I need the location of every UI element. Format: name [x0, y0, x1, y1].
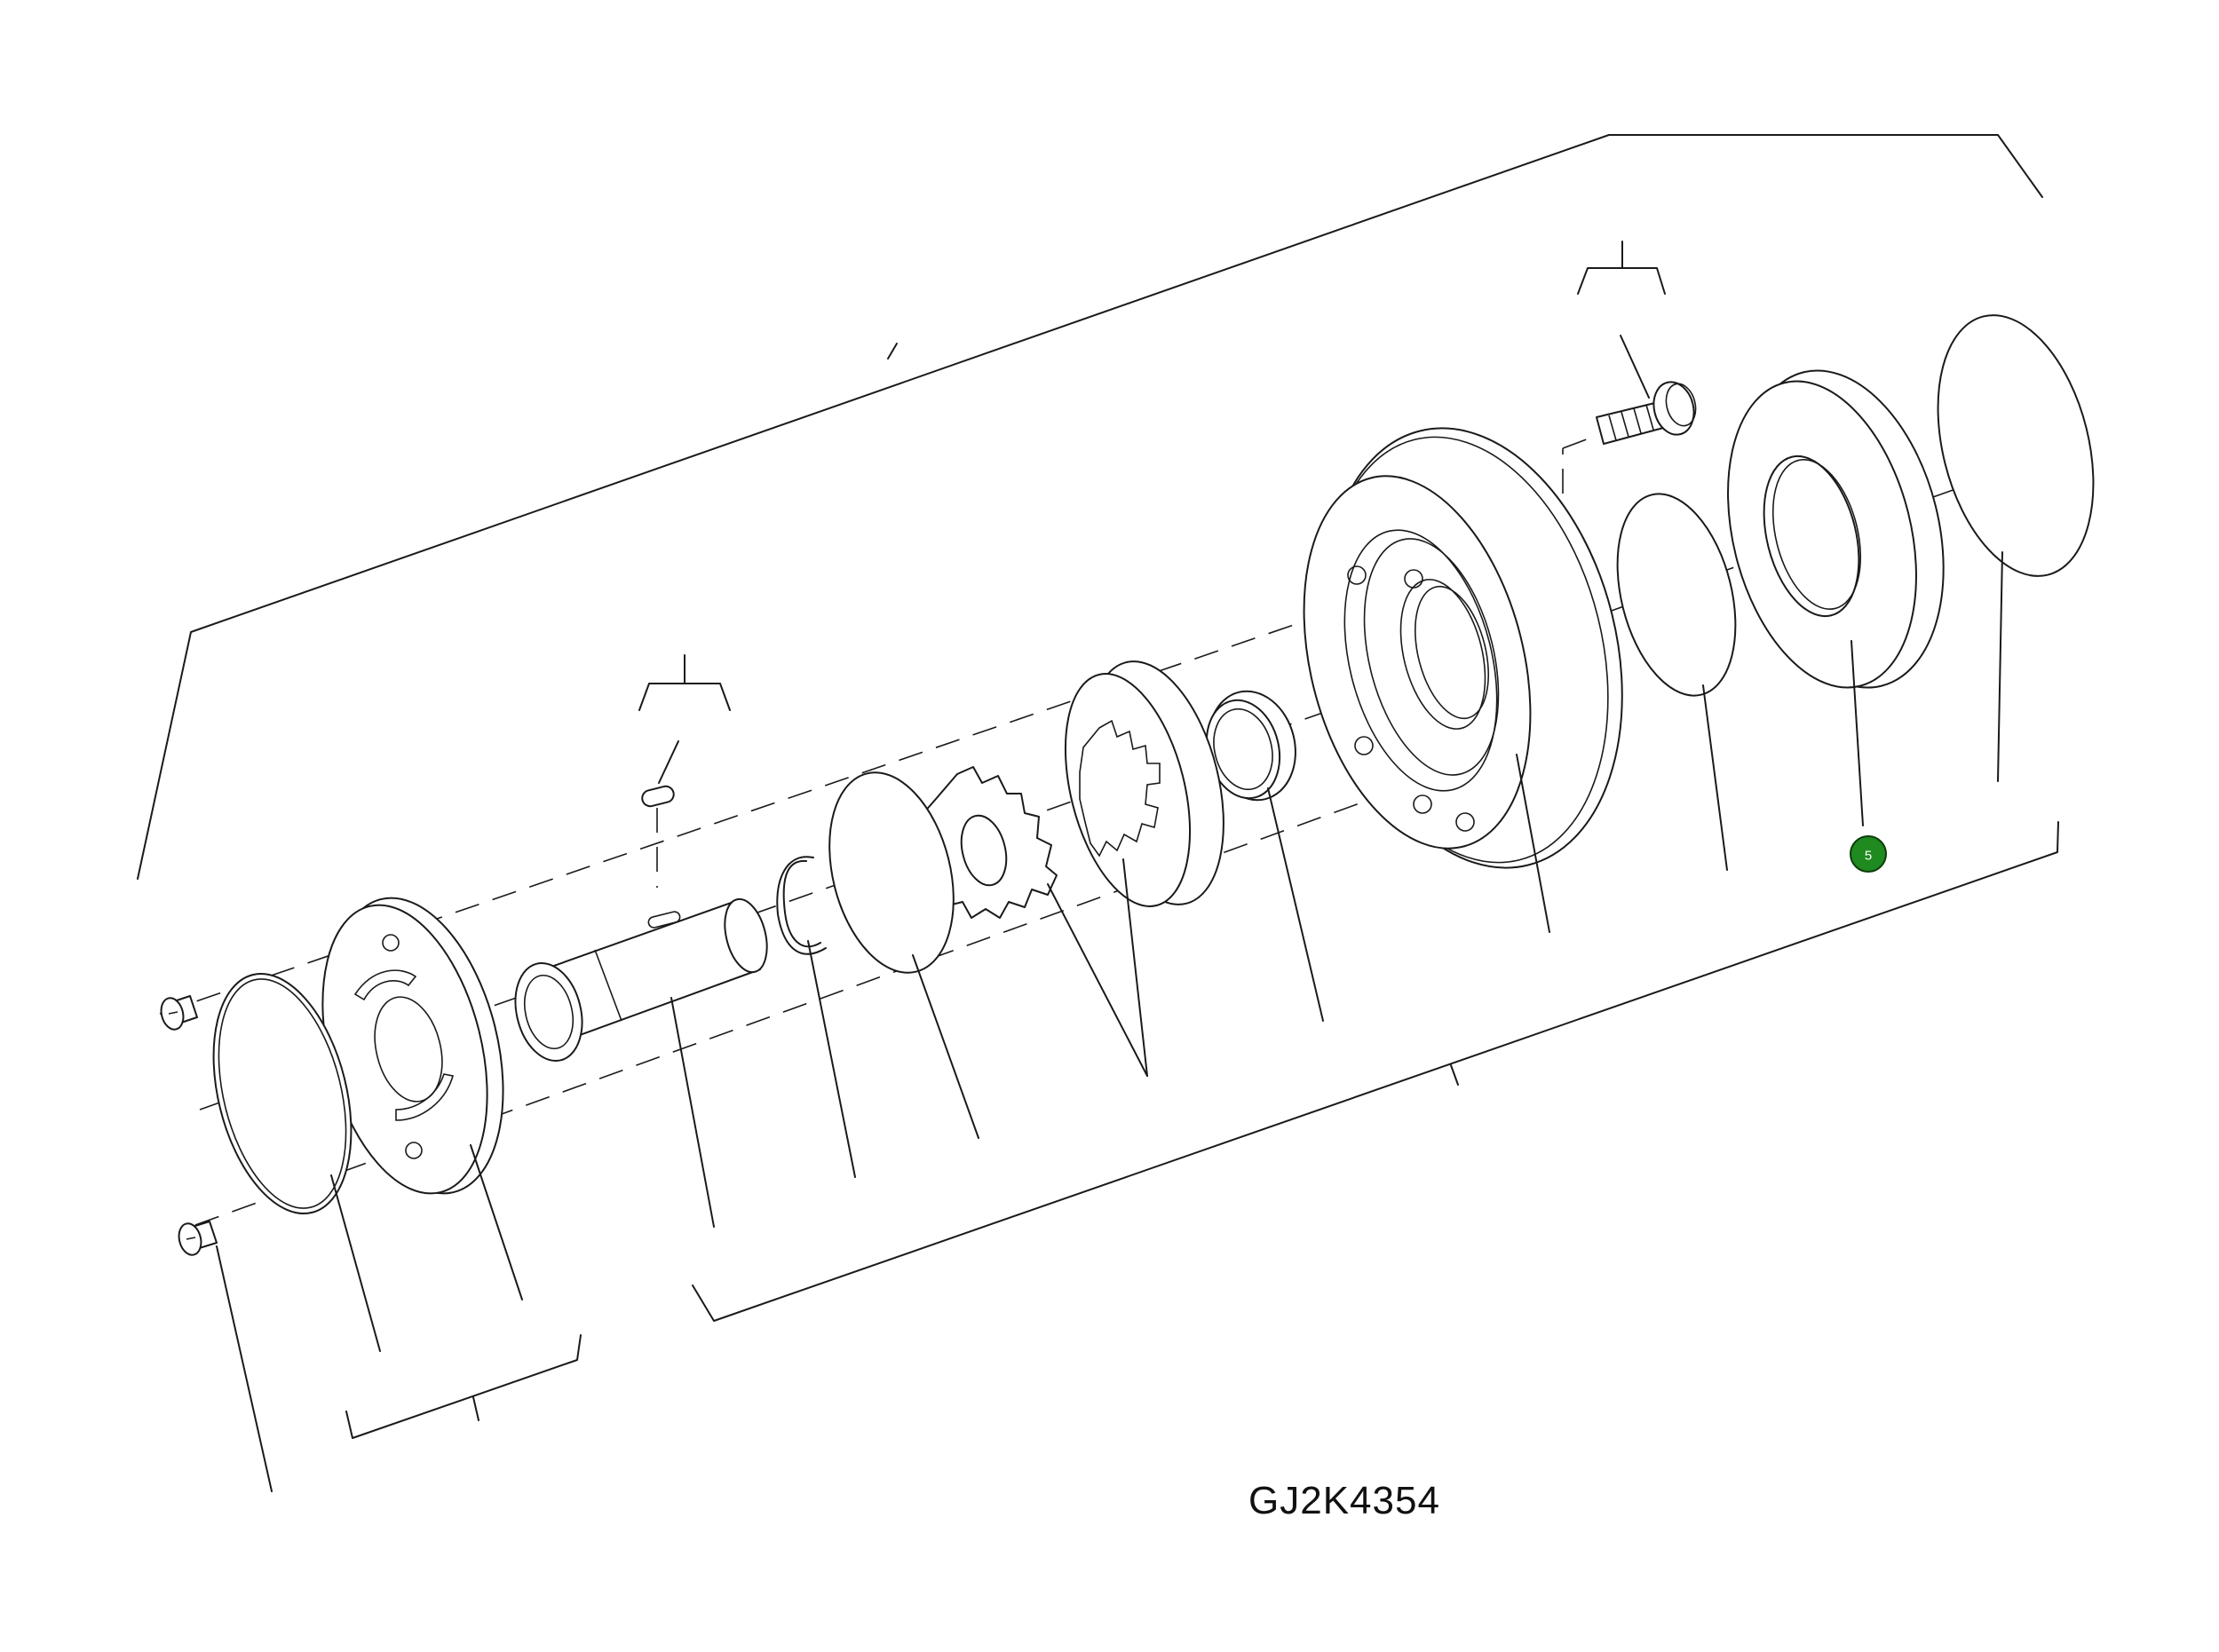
end-cover-plate [321, 897, 504, 1195]
callout-5-label: 5 [1865, 849, 1872, 864]
flat-head-screw-upper [160, 995, 198, 1031]
o-ring [212, 972, 353, 1215]
figure-code: GJ2K4354 [1248, 1479, 1440, 1522]
assembly-brackets [137, 134, 2059, 1439]
snap-ring [776, 856, 827, 955]
sleeve-bushing [1205, 690, 1296, 802]
leader-lines [216, 335, 2003, 1492]
thrust-disc [828, 771, 955, 974]
internal-gear-ring [1064, 660, 1224, 907]
key [641, 785, 675, 808]
cap-screw [1596, 381, 1697, 445]
bearing-housing [1303, 427, 1623, 869]
callout-5[interactable]: 5 [1850, 835, 1887, 873]
gasket-ring [1616, 493, 1737, 697]
callout-5-marker[interactable] [1850, 835, 1887, 873]
flat-head-screw-lower [178, 1221, 218, 1256]
splined-shaft [514, 897, 768, 1063]
bearing-ring-outer [1727, 369, 1945, 689]
seal-disc-large [1937, 314, 2095, 577]
